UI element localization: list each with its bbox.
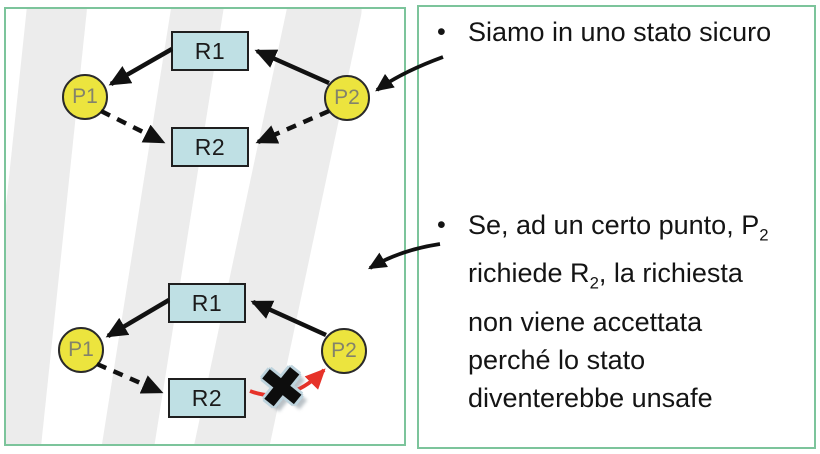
- subscript: 2: [759, 225, 769, 245]
- resource-node-r1-bottom: R1: [168, 283, 246, 323]
- process-node-p1-top: P1: [62, 74, 108, 120]
- text-run: richiede R: [468, 258, 590, 289]
- bullet-line: richiede R2, la richiesta: [468, 254, 769, 302]
- resource-node-r2-bottom: R2: [168, 378, 246, 418]
- bullet-text-request-rejected: Se, ad un certo punto, P2 richiede R2, l…: [468, 206, 769, 417]
- bullet-line: perché lo stato: [468, 344, 646, 375]
- bullet-item-request-rejected: • Se, ad un certo punto, P2 richiede R2,…: [437, 206, 806, 417]
- bullet-item-safe-state: • Siamo in uno stato sicuro: [437, 13, 806, 51]
- bullet-line: Se, ad un certo punto, P2: [468, 206, 769, 254]
- background-swoosh: [6, 9, 90, 444]
- process-node-p2-bottom: P2: [321, 328, 367, 374]
- text-panel: • Siamo in uno stato sicuro • Se, ad un …: [417, 5, 816, 449]
- reject-x-icon: ✖: [255, 353, 309, 422]
- text-run: Se, ad un certo punto, P: [468, 210, 760, 240]
- bullet-line: diventerebbe unsafe: [468, 382, 713, 413]
- bullet-marker: •: [437, 18, 446, 46]
- process-node-p1-bottom: P1: [58, 327, 104, 373]
- text-run: , la richiesta: [598, 258, 743, 289]
- process-node-p2-top: P2: [324, 75, 370, 121]
- bullet-text-safe-state: Siamo in uno stato sicuro: [468, 17, 772, 47]
- resource-node-r2-top: R2: [171, 127, 249, 167]
- bullet-marker: •: [437, 211, 446, 239]
- resource-node-r1-top: R1: [171, 31, 249, 71]
- subscript: 2: [589, 273, 599, 293]
- bullet-line: non viene accettata: [468, 306, 703, 337]
